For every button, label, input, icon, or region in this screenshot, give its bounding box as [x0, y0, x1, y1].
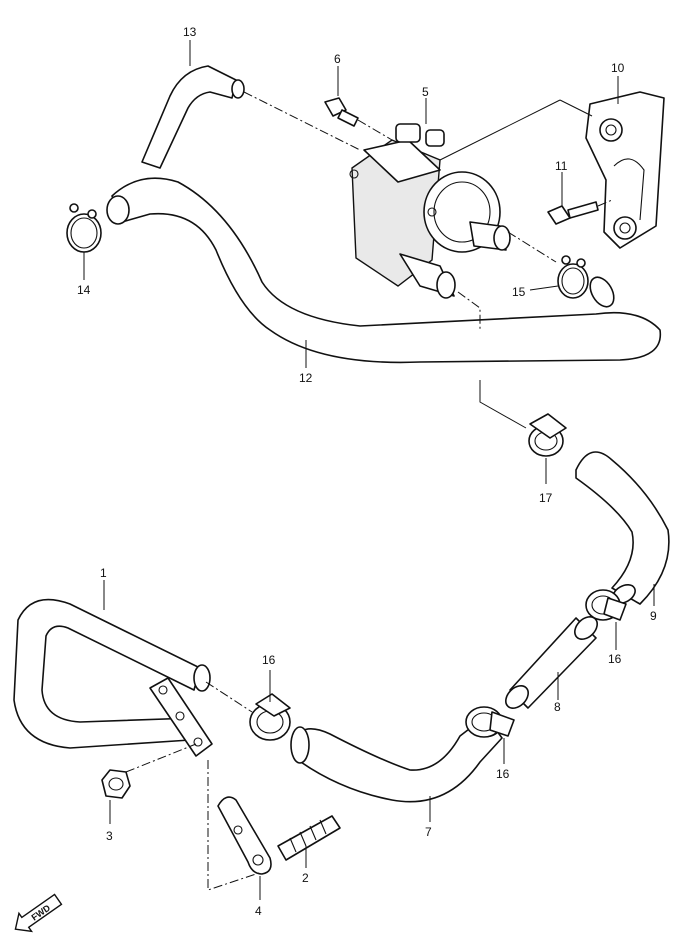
callout-7: 7 — [425, 825, 432, 839]
valve-5 — [349, 123, 511, 299]
alignment-lines — [125, 91, 613, 891]
callout-2: 2 — [302, 871, 309, 885]
gasket-4 — [217, 796, 272, 875]
callout-17: 17 — [539, 491, 553, 505]
fwd-direction-badge: FWD — [14, 893, 63, 933]
bracket-10 — [585, 91, 665, 249]
stud-2 — [277, 815, 341, 861]
callout-labels: 13 6 5 10 11 14 15 12 17 9 16 8 16 7 1 1… — [77, 25, 657, 918]
clamp-17 — [528, 413, 567, 457]
clamp-15 — [557, 255, 589, 299]
bolt-11 — [547, 201, 599, 225]
clamp-16-right — [585, 589, 627, 621]
callout-9: 9 — [650, 609, 657, 623]
callout-16-left: 16 — [262, 653, 276, 667]
callout-12: 12 — [299, 371, 313, 385]
callout-3: 3 — [106, 829, 113, 843]
callout-14: 14 — [77, 283, 91, 297]
callout-5: 5 — [422, 85, 429, 99]
callout-16-middle: 16 — [496, 767, 510, 781]
callout-16-right: 16 — [608, 652, 622, 666]
callout-6: 6 — [334, 52, 341, 66]
leader-lines — [83, 40, 655, 900]
callout-10: 10 — [611, 61, 625, 75]
callout-11: 11 — [555, 159, 568, 173]
callout-4: 4 — [255, 904, 262, 918]
callout-8: 8 — [554, 700, 561, 714]
clamp-16-middle — [465, 706, 515, 738]
callout-13: 13 — [183, 25, 197, 39]
bolt-6 — [324, 97, 359, 127]
callout-1: 1 — [100, 566, 107, 580]
hose-13 — [141, 65, 245, 169]
hose-9 — [575, 451, 670, 605]
pipe-bracket — [149, 677, 213, 757]
hose-7 — [290, 715, 505, 803]
hose-12 — [106, 177, 662, 364]
clamp-16-left — [249, 693, 291, 741]
hose-8 — [505, 616, 598, 709]
clamp-14 — [66, 203, 102, 253]
callout-15: 15 — [512, 285, 526, 299]
nut-3 — [101, 769, 131, 799]
